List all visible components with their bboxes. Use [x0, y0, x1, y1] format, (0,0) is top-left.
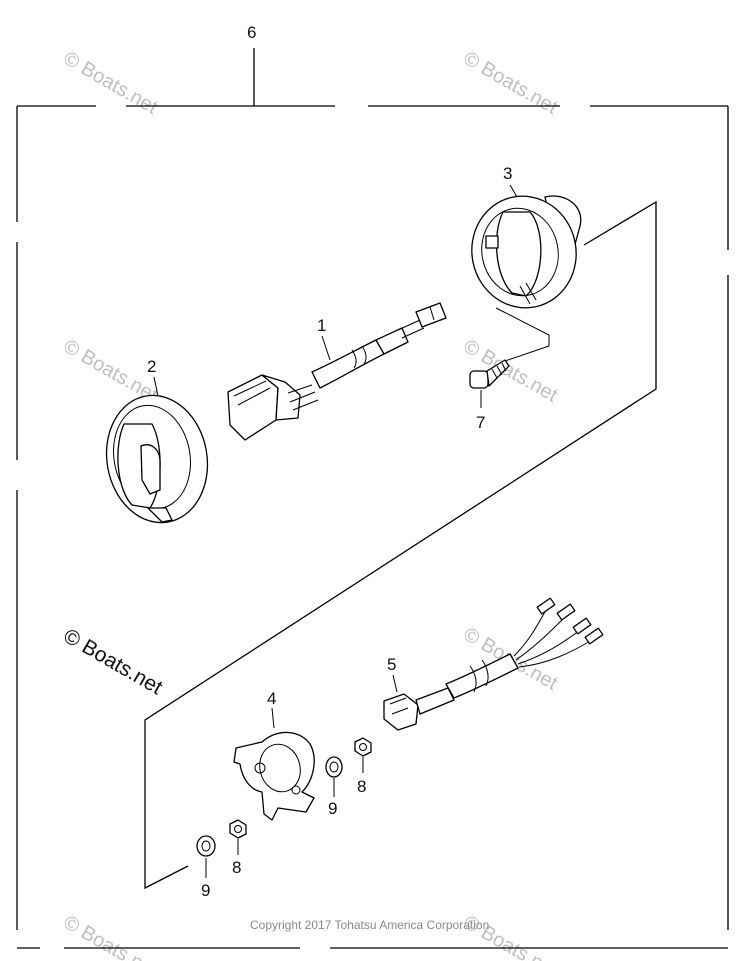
- leader-part-2: [153, 376, 159, 397]
- part-labels: 6 3 1 2 7 5 4 8 9 8 9: [147, 23, 512, 900]
- watermark: © Boats.net: [60, 911, 162, 961]
- part-label-3: 3: [503, 164, 512, 183]
- part-label-6: 6: [247, 23, 256, 42]
- part-9-washers: [196, 756, 343, 878]
- watermark: © Boats.net: [460, 47, 562, 119]
- watermark: © Boats.net: [60, 47, 162, 119]
- part-8-nuts: [229, 737, 372, 855]
- part-label-9b: 9: [201, 881, 210, 900]
- part-1-switch-harness: [227, 302, 447, 441]
- part-label-8b: 8: [232, 858, 241, 877]
- part-label-2: 2: [147, 357, 156, 376]
- part-7-screw: [469, 359, 510, 408]
- part-label-1: 1: [317, 316, 326, 335]
- leader-part-3: [509, 184, 518, 198]
- kit-frame: [16, 48, 729, 949]
- part-2-lamp-socket: [105, 376, 209, 524]
- watermark-large: © Boats.net: [60, 624, 167, 699]
- part-label-7: 7: [476, 413, 485, 432]
- copyright-text: Copyright 2017 Tohatsu America Corporati…: [250, 918, 489, 932]
- leader-part-1: [321, 335, 331, 361]
- part-4-bracket: [233, 707, 315, 821]
- part-label-9a: 9: [328, 799, 337, 818]
- leader-part-4: [271, 707, 275, 729]
- part-label-5: 5: [387, 655, 396, 674]
- leader-part-5: [392, 674, 398, 693]
- part-label-4: 4: [267, 689, 276, 708]
- group-brackets: [144, 200, 657, 890]
- part-label-8a: 8: [357, 777, 366, 796]
- part-3-lamp-socket: [471, 184, 582, 309]
- part-5-wire-harness: [383, 597, 604, 731]
